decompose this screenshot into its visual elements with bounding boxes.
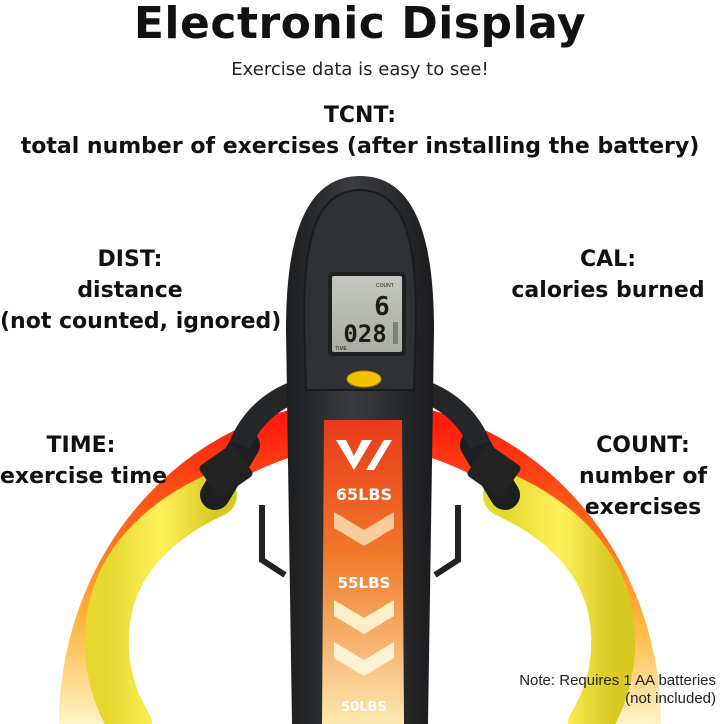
- label-dist-desc: distance: [77, 278, 183, 303]
- label-dist-note: (not counted, ignored): [0, 309, 282, 334]
- label-count-name: COUNT:: [596, 433, 690, 458]
- chevron-icon: [334, 600, 394, 634]
- label-time-desc: exercise time: [0, 464, 168, 489]
- weight-panel: 65LBS 55LBS 50LBS: [322, 420, 404, 724]
- lcd-screen: COUNT 6 028 TIME: [328, 272, 406, 356]
- label-dist: DIST: distance (not counted, ignored): [0, 244, 282, 337]
- lcd-mode-label: COUNT: [376, 283, 394, 289]
- battery-note: Note: Requires 1 AA batteries (not inclu…: [519, 672, 716, 708]
- weight-label-55: 55LBS: [338, 574, 391, 592]
- label-time: TIME: exercise time: [0, 430, 168, 492]
- chevron-icon: [334, 512, 394, 546]
- brand-logo-icon: [336, 440, 392, 470]
- label-count-desc-2: exercises: [584, 495, 702, 520]
- label-tcnt: TCNT: total number of exercises (after i…: [0, 100, 720, 162]
- mode-button[interactable]: [346, 370, 382, 388]
- chevron-icon: [334, 642, 394, 676]
- label-cal: CAL: calories burned: [496, 244, 720, 306]
- label-tcnt-desc: total number of exercises (after install…: [20, 134, 700, 159]
- weight-label-50: 50LBS: [341, 700, 387, 715]
- page-title: Electronic Display: [133, 0, 587, 49]
- battery-note-line1: Note: Requires 1 AA batteries: [519, 672, 716, 689]
- weight-label-65: 65LBS: [336, 485, 392, 504]
- label-dist-name: DIST:: [97, 247, 163, 272]
- label-cal-name: CAL:: [580, 247, 636, 272]
- label-time-name: TIME:: [46, 433, 116, 458]
- right-handle: [433, 430, 636, 724]
- label-count-desc: number of: [578, 464, 708, 489]
- label-tcnt-name: TCNT:: [323, 103, 397, 128]
- label-cal-desc: calories burned: [511, 278, 705, 303]
- lcd-corner-label: TIME: [335, 346, 348, 352]
- left-handle: [84, 430, 287, 724]
- lcd-value-top: 6: [374, 292, 390, 322]
- page-subtitle: Exercise data is easy to see!: [231, 59, 489, 80]
- battery-note-line2: (not included): [625, 690, 716, 707]
- label-count: COUNT: number of exercises: [566, 430, 720, 523]
- lcd-value-bottom: 028: [343, 320, 386, 348]
